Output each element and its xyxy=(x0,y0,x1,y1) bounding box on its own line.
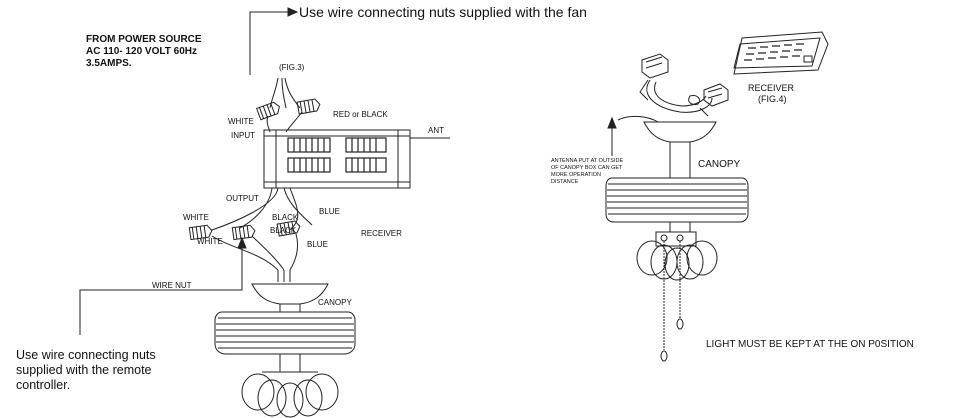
white-top-label: WHITE xyxy=(228,117,254,126)
bottom-note-line-2: supplied with the remote xyxy=(16,363,152,377)
right-canopy-drawing xyxy=(605,121,749,362)
receiver-bracket xyxy=(639,53,729,117)
antenna-note-line-4: DISTANCE xyxy=(551,179,579,185)
power-source-line-1: FROM POWER SOURCE xyxy=(86,34,202,45)
antenna-note-line-1: ANTENNA PUT AT OUTSIDE xyxy=(551,158,624,164)
antenna-note-line-3: MORE OPERATION xyxy=(551,172,602,178)
fig4-label: (FIG.4) xyxy=(758,94,787,104)
power-source-line-3: 3.5AMPS. xyxy=(86,58,132,69)
blue-label-a: BLUE xyxy=(319,207,340,216)
top-note: Use wire connecting nuts supplied with t… xyxy=(299,4,587,20)
black-label-b: BLACK xyxy=(270,226,297,235)
wire-nut-label: WIRE NUT xyxy=(152,281,192,290)
bottom-wire-nuts xyxy=(188,220,301,241)
blue-label-b: BLUE xyxy=(307,240,328,249)
input-wire-black xyxy=(285,111,303,133)
input-label: INPUT xyxy=(231,131,255,140)
wire-nut-pointer xyxy=(79,236,247,335)
antenna-note-line-2: OF CANOPY BOX CAN GET xyxy=(551,165,623,171)
ant-label: ANT xyxy=(428,126,444,135)
white-label-b: WHITE xyxy=(197,237,223,246)
light-note: LIGHT MUST BE KEPT AT THE ON P0SITION xyxy=(706,339,914,350)
canopy-label-right: CANOPY xyxy=(698,159,741,170)
canopy-label-left: CANOPY xyxy=(318,298,352,307)
canopy-wires xyxy=(211,233,299,282)
receiver-label-left: RECEIVER xyxy=(361,229,402,238)
receiver-box xyxy=(263,129,411,189)
power-source-line-2: AC 110- 120 VOLT 60Hz xyxy=(86,46,197,57)
top-note-arrow xyxy=(249,7,299,75)
red-or-black-label: RED or BLACK xyxy=(333,110,388,119)
top-wire-nuts xyxy=(256,98,321,121)
fig3-label: (FIG.3) xyxy=(279,63,305,72)
output-label: OUTPUT xyxy=(226,194,259,203)
black-label-a: BLACK xyxy=(272,213,299,222)
bottom-note-line-3: controller. xyxy=(16,378,71,392)
bottom-note-line-1: Use wire connecting nuts xyxy=(16,348,156,362)
input-wire-white xyxy=(266,115,271,133)
white-label-a: WHITE xyxy=(183,213,209,222)
antenna-wire xyxy=(607,115,659,156)
left-canopy-drawing xyxy=(214,283,356,418)
remote-transmitter xyxy=(733,31,829,75)
receiver-label-right: RECEIVER xyxy=(748,83,795,93)
